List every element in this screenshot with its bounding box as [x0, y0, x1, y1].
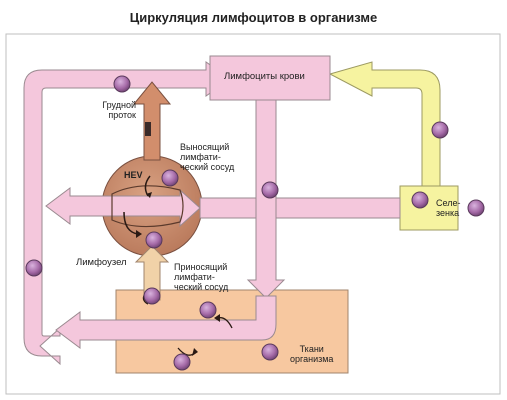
hev-loop [111, 185, 184, 228]
tissues-label-line: Ткани [299, 344, 324, 354]
efferent-vessel-label-line: ческий сосуд [180, 162, 235, 172]
node-inner-arrow [123, 211, 139, 235]
afferent-vessel-label: Приносящий лимфати- ческий сосуд [174, 262, 228, 292]
lymphocyte [143, 287, 161, 305]
spleen-label: Селе- зенка [436, 198, 460, 218]
lymphocyte [25, 259, 43, 277]
afferent-vessel-label-line: ческий сосуд [174, 282, 229, 292]
spleen-label-line: зенка [436, 208, 460, 218]
afferent-vessel-label-line: лимфати- [174, 272, 215, 282]
lymphocyte [161, 169, 179, 187]
lymphocyte [261, 343, 279, 361]
efferent-vessel-label-line: лимфати- [180, 152, 221, 162]
lymphocyte [173, 353, 191, 371]
lymph-node-label: Лимфоузел [76, 257, 127, 268]
lymphocyte [261, 181, 279, 199]
blood-lymphocytes-label: Лимфоциты крови [224, 71, 305, 82]
lymphocyte [199, 301, 217, 319]
thoracic-duct-label-line: проток [108, 110, 136, 120]
efferent-vessel-label: Выносящий лимфати- ческий сосуд [180, 142, 234, 172]
tissues-label: Ткани организма [290, 344, 333, 364]
node-to-trunk-band [199, 197, 257, 219]
blood-to-tissues-arrow [246, 99, 286, 299]
diagram-title: Циркуляция лимфоцитов в организме [129, 10, 378, 25]
lymphocyte [467, 199, 485, 217]
tissue-arrow-1-head [214, 314, 220, 322]
spleen-to-blood-arrow [328, 61, 441, 187]
hev-arrow-head [146, 192, 152, 198]
tissues-return-arrow [55, 295, 277, 349]
afferent-vessel-label-line: Приносящий [174, 262, 228, 272]
spleen-label-line: Селе- [436, 198, 461, 208]
spleen-box [399, 185, 459, 231]
efferent-vessel-label-line: Выносящий [180, 142, 230, 152]
thoracic-duct-arrow [132, 81, 172, 161]
duct-valve [145, 122, 151, 136]
lymphocyte [431, 121, 449, 139]
thoracic-duct-label-line: Грудной [102, 100, 136, 110]
node-inner-arrow-head [136, 230, 142, 238]
hev-label: HEV [124, 170, 143, 180]
trunk-to-spleen-band [275, 197, 401, 219]
lymphocytes [25, 75, 485, 371]
node-horizontal-arrow [45, 187, 201, 228]
lymphocyte [411, 191, 429, 209]
diagram-frame [5, 33, 501, 395]
tissue-arrow-3-head [192, 348, 198, 356]
blood-lymphocytes-box [209, 55, 331, 101]
thoracic-duct-label: Грудной проток [80, 100, 136, 120]
lymphocyte [145, 231, 163, 249]
lymphocyte [113, 75, 131, 93]
tissues-label-line: организма [290, 354, 334, 364]
